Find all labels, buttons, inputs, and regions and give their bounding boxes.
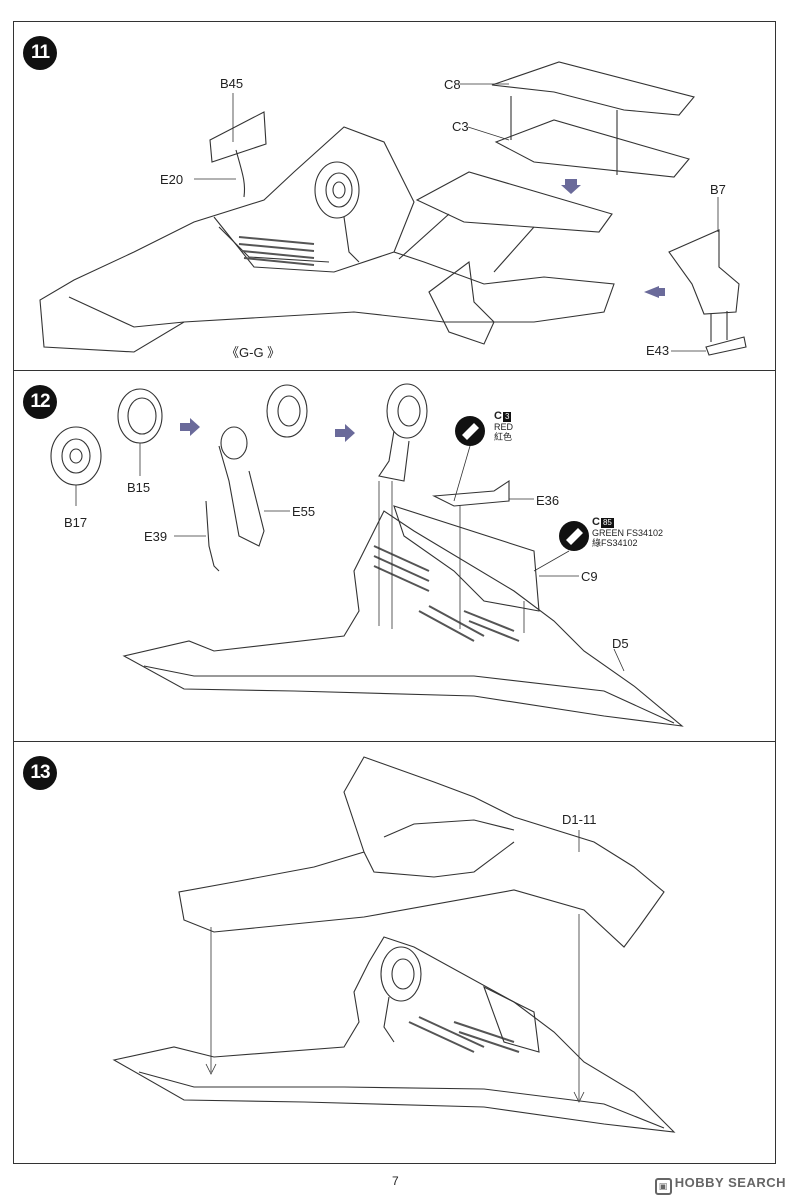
paint-name-cjk: 綠FS34102 [592,538,638,548]
paint-number: 3 [502,412,512,422]
paint-code: C [592,516,600,528]
step-11-illustration [39,61,747,356]
step-13-illustration [112,756,676,1133]
hobby-search-logo-icon: ▣ [654,1178,672,1195]
paint-code: C [494,410,502,422]
part-label-e43: E43 [646,343,670,358]
step-13-panel: 13 [13,742,776,1164]
step-12-illustration [50,383,684,727]
step-number-badge: 12 [23,385,57,419]
paint-name: GREEN FS34102 [592,528,664,538]
part-label-c3: C3 [452,119,469,134]
watermark: ▣HOBBY SEARCH [654,1175,786,1195]
paint-name: RED [494,422,514,432]
part-label-b17: B17 [64,515,88,530]
step-number-badge: 13 [23,756,57,790]
part-label-c8: C8 [444,77,461,92]
paint-icon-green [559,521,589,551]
part-label-c9: C9 [581,569,598,584]
paint-number: 85 [600,518,614,528]
paint-name-cjk: 紅色 [494,432,513,442]
part-label-b15: B15 [127,480,151,495]
page-number: 7 [392,1174,399,1188]
view-label: 《G-G 》 [226,345,281,360]
part-label-d1-11: D1-11 [562,812,597,827]
part-label-d5: D5 [612,636,629,651]
part-label-e39: E39 [144,529,168,544]
paint-icon-red [455,416,485,446]
part-label-b45: B45 [220,76,244,91]
part-label-e36: E36 [536,493,560,508]
part-label-e55: E55 [292,504,316,519]
step-number-badge: 11 [23,36,57,70]
watermark-text: HOBBY SEARCH [674,1175,786,1190]
part-label-b7: B7 [710,182,726,197]
part-label-e20: E20 [160,172,184,187]
step-11-panel: 11 [13,21,776,371]
step-12-panel: 12 [13,371,776,742]
